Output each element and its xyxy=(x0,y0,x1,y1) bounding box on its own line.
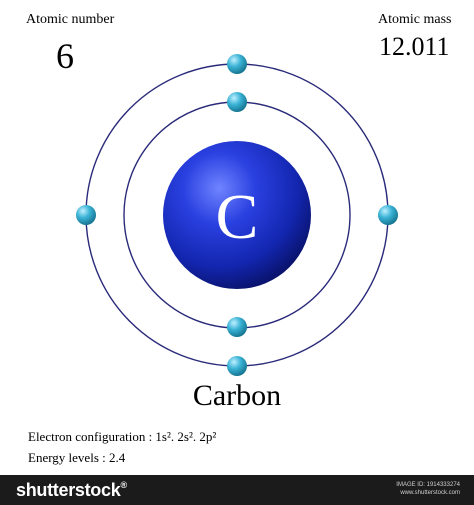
element-name: Carbon xyxy=(192,379,282,412)
electron-outer-bottom xyxy=(227,356,247,376)
electron-outer-left xyxy=(76,205,96,225)
atomic-mass-value: 12.011 xyxy=(379,32,450,61)
trademark-mark: ® xyxy=(120,480,127,490)
site-url: www.shutterstock.com xyxy=(400,489,460,496)
atomic-number-caption: Atomic number xyxy=(26,12,115,27)
atomic-mass-caption: Atomic mass xyxy=(378,12,452,27)
nucleus-symbol: C xyxy=(216,181,259,252)
nucleus xyxy=(163,141,311,289)
brand-text: shutterstock xyxy=(16,480,121,500)
electron-inner-top xyxy=(227,92,247,112)
image-id-caption: IMAGE ID: 1914333274 xyxy=(396,482,460,488)
electron-outer-right xyxy=(378,205,398,225)
stock-footer-bar: shutterstock® IMAGE ID: 1914333274 www.s… xyxy=(0,475,474,505)
atomic-number-value: 6 xyxy=(56,36,74,76)
electron-outer-top xyxy=(227,54,247,74)
energy-levels: Energy levels : 2.4 xyxy=(28,450,126,465)
electron-inner-bottom xyxy=(227,317,247,337)
carbon-atom-diagram: C xyxy=(76,54,398,376)
electron-configuration: Electron configuration : 1s². 2s². 2p² xyxy=(28,429,217,444)
shutterstock-logo: shutterstock® xyxy=(16,480,127,501)
image-id: IMAGE ID: 1914333274 www.shutterstock.co… xyxy=(396,482,460,498)
